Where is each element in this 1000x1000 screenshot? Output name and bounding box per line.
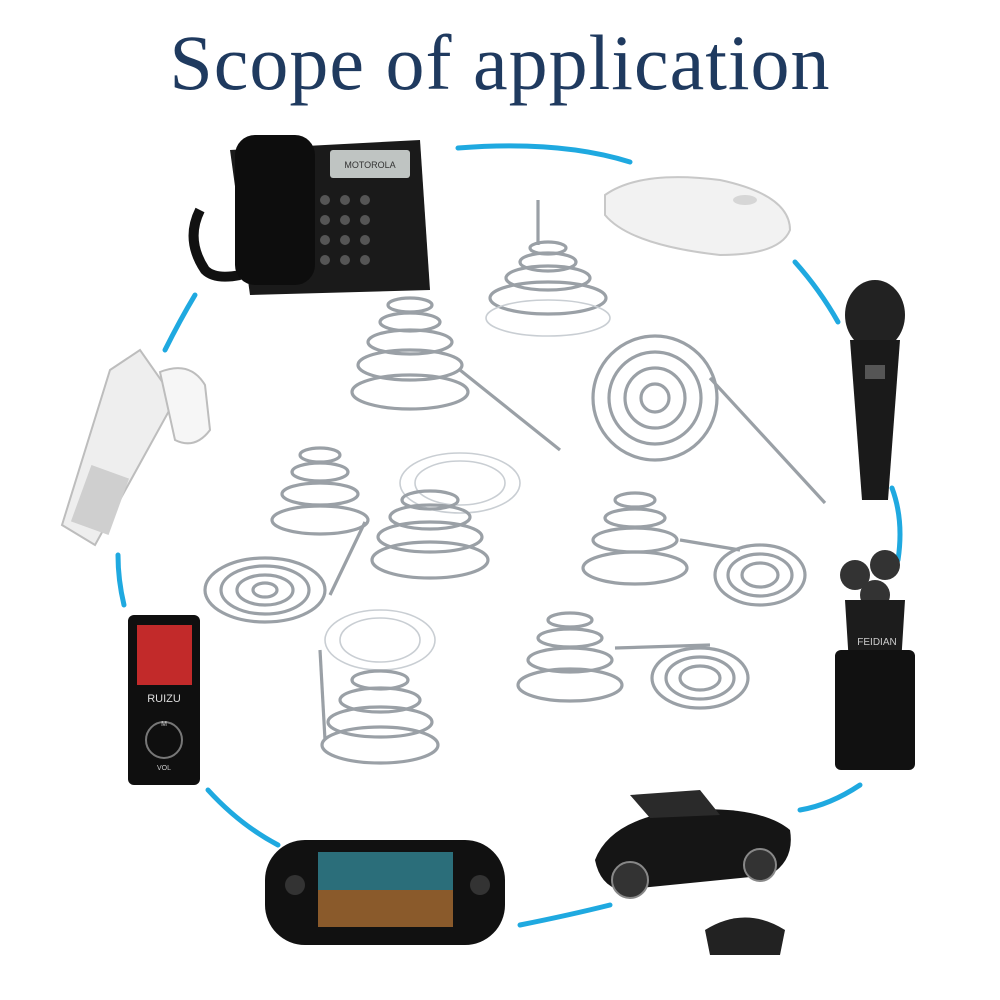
spring-icon [516,611,711,703]
mp3-vol-label: VOL [157,765,171,772]
spring-icon [591,334,827,505]
spring-icon [713,543,807,607]
spring-icon [318,609,440,765]
spring-icon [485,200,611,337]
handheld-game-console-icon [265,840,505,945]
spring-icon [203,556,327,624]
page-title: Scope of application [169,19,831,106]
connector-ring [115,143,903,928]
spring-icon [270,446,370,596]
spring-icon [650,646,750,710]
mp3-brand: RUIZU [147,693,181,705]
shaver-brand: FEIDIAN [857,637,896,648]
spring-icon [350,296,561,452]
wireless-mouse-icon [604,176,792,257]
desk-telephone-icon: MOTOROLA [188,135,430,295]
spring-icon [581,491,741,586]
mp3-player-icon: RUIZU M VOL [128,615,200,785]
remote-control-icon [60,348,212,547]
spring-icon [370,452,521,580]
springs-cluster [203,200,827,765]
phone-brand: MOTOROLA [344,160,395,170]
microphone-icon [845,280,905,500]
rc-sports-car-icon [595,790,791,955]
mp3-menu-label: M [161,721,167,728]
electric-shaver-icon: FEIDIAN [835,550,915,770]
